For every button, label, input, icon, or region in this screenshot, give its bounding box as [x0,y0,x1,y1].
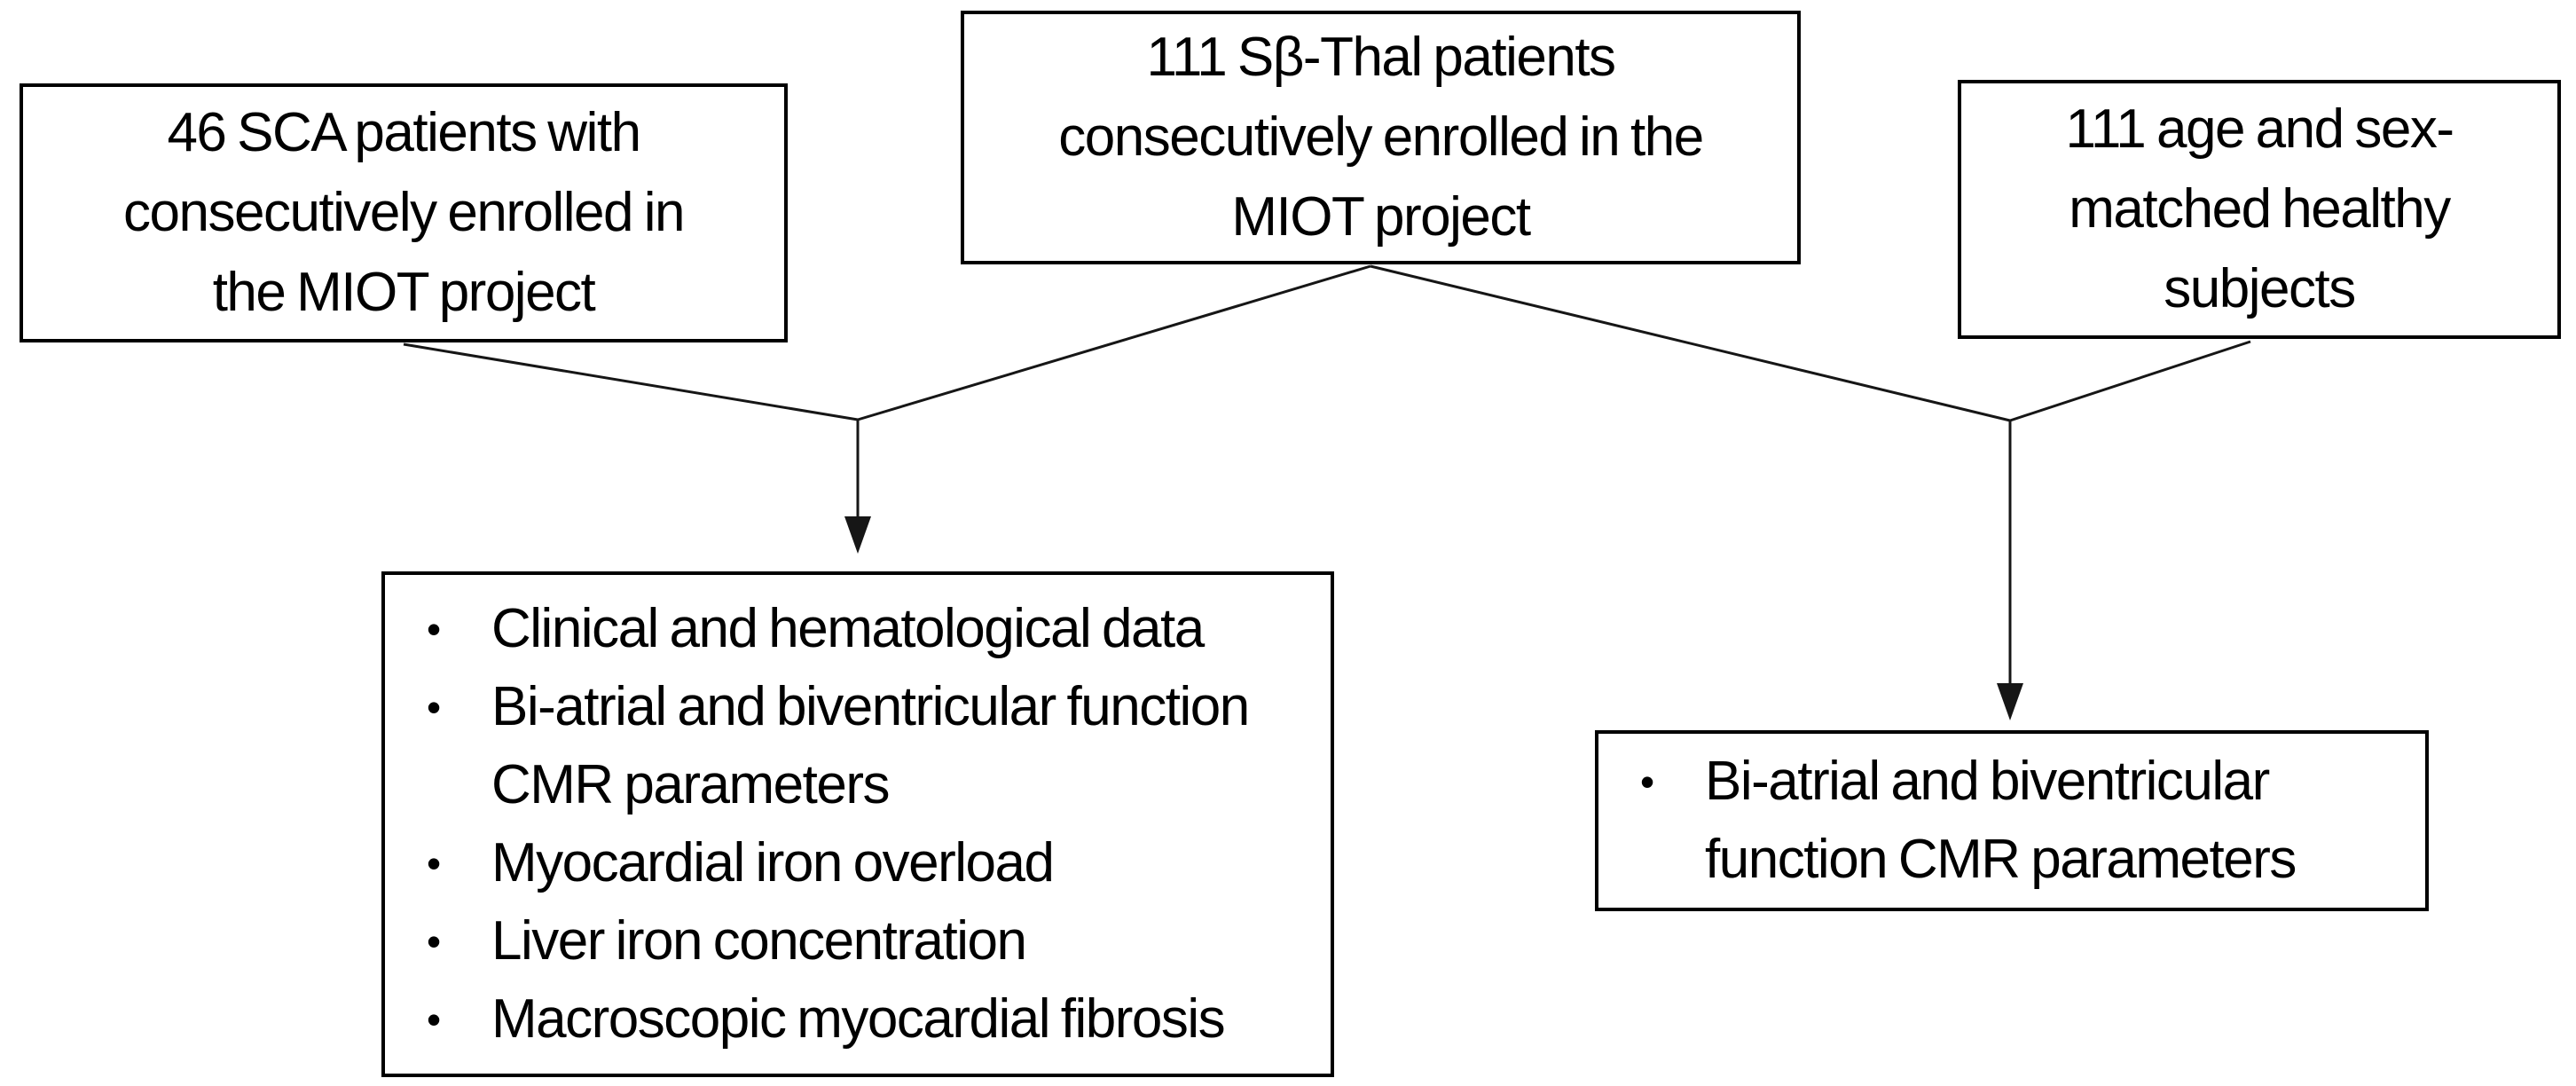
box-text-line: subjects [2164,258,2356,319]
box-sbthal-patients: 111 Sβ-Thal patients consecutively enrol… [961,11,1801,264]
list-item-text: Liver iron concentration [491,910,1027,972]
bullet-icon: • [427,996,441,1043]
box-outcomes-patients: • Clinical and hematological data • Bi-a… [381,571,1334,1077]
box-text-line: the MIOT project [212,262,596,323]
box-text-line: MIOT project [1231,186,1531,248]
edge-sbthal-to-outcomes-healthy [1370,264,2011,422]
bullet-icon: • [427,684,441,730]
box-text-line: 111 Sβ-Thal patients [1146,27,1616,88]
bullet-icon: • [427,840,441,886]
list-item: • Clinical and hematological data [416,590,1317,668]
arrowhead-down-icon [844,516,871,554]
list-item: • Bi-atrial and biventricular function C… [1630,743,2412,899]
box-sca-patients: 46 SCA patients with consecutively enrol… [20,83,788,342]
list-item-text: Bi-atrial and biventricular function CMR… [491,676,1250,815]
edge-sca-to-outcomes-patients [403,342,859,421]
box-text-line: consecutively enrolled in the [1058,106,1704,168]
box-outcomes-healthy: • Bi-atrial and biventricular function C… [1595,730,2429,911]
list-item: • Liver iron concentration [416,902,1317,980]
bullet-icon: • [427,606,441,652]
bullet-icon: • [427,918,441,964]
arrowhead-down-icon [1997,683,2023,720]
list-item-text: Bi-atrial and biventricular function CMR… [1705,751,2297,890]
list-item: • Myocardial iron overload [416,824,1317,902]
list-item: • Macroscopic myocardial fibrosis [416,980,1317,1058]
edge-healthy-to-outcomes-healthy [2009,340,2251,422]
box-text-line: consecutively enrolled in [123,182,686,243]
list-item: • Bi-atrial and biventricular function C… [416,668,1317,824]
bullet-icon: • [1640,759,1654,805]
list-item-text: Macroscopic myocardial fibrosis [491,988,1226,1050]
list-item-text: Clinical and hematological data [491,598,1205,659]
list-item-text: Myocardial iron overload [491,832,1055,893]
box-text-line: matched healthy [2069,178,2451,240]
box-healthy-subjects: 111 age and sex- matched healthy subject… [1958,80,2561,339]
edge-sbthal-to-outcomes-patients [857,264,1371,421]
box-text-line: 46 SCA patients with [167,102,641,163]
box-text-line: 111 age and sex- [2065,98,2454,160]
